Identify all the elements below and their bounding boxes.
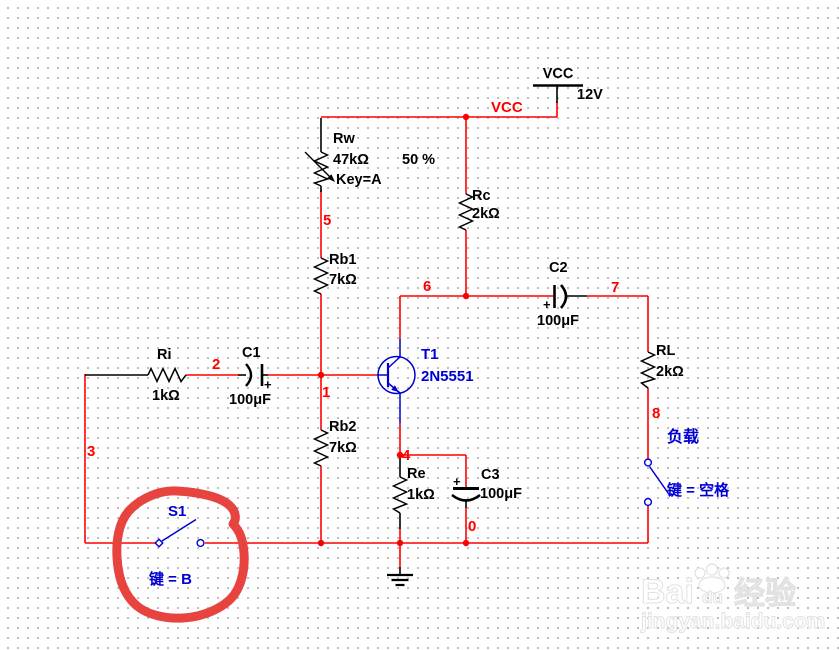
vcc-net-label: VCC	[491, 99, 523, 116]
baidu-jingyan-watermark: Bai du 经验 jingyan.baidu.com	[640, 563, 826, 634]
resistors	[147, 151, 657, 514]
net-3: 3	[87, 443, 95, 460]
load-key-label: 键 = 空格	[666, 481, 730, 499]
c3-label: C3	[481, 467, 500, 483]
baidu-paw-icon	[694, 563, 730, 594]
capacitor-c2[interactable]	[553, 284, 568, 309]
rc-value: 2kΩ	[472, 206, 500, 222]
net-4: 4	[402, 447, 411, 464]
red-wires	[84, 102, 649, 567]
watermark-paw-text: du	[702, 588, 723, 607]
capacitor-c1[interactable]	[245, 363, 264, 387]
net-8: 8	[652, 405, 660, 422]
vcc-power-icon[interactable]	[533, 84, 583, 104]
npn-emitter-arrow	[391, 385, 399, 392]
s1-label: S1	[168, 503, 186, 520]
transistor-t1[interactable]	[377, 339, 416, 423]
rl-label: RL	[656, 343, 675, 359]
watermark-brand-latin: Bai	[641, 573, 694, 611]
ground-icon[interactable]	[387, 567, 413, 587]
rc-label: Rc	[472, 188, 491, 204]
junction-dots	[317, 113, 470, 547]
c2-value: 100μF	[537, 313, 579, 329]
re-label: Re	[407, 466, 426, 482]
rw-key: Key=A	[336, 172, 382, 188]
vcc-voltage-label: 12V	[577, 87, 603, 103]
c3-value: 100μF	[480, 486, 522, 502]
t1-value: 2N5551	[421, 368, 474, 385]
ri-label: Ri	[157, 347, 172, 363]
load-label: 负载	[667, 427, 699, 446]
rb1-label: Rb1	[329, 252, 356, 268]
rb1-value: 7kΩ	[329, 272, 357, 288]
resistor-rl-body[interactable]	[639, 351, 657, 389]
resistor-rb2-body[interactable]	[312, 429, 330, 467]
ri-value: 1kΩ	[152, 388, 180, 404]
hand-drawn-circle-annotation	[112, 486, 249, 623]
capacitor-c3[interactable]	[451, 487, 481, 502]
net-7: 7	[611, 279, 619, 296]
c2-label: C2	[549, 260, 568, 276]
rw-setting: 50 %	[402, 152, 435, 168]
net-0: 0	[468, 518, 476, 535]
rw-value: 47kΩ	[333, 152, 369, 168]
c1-value: 100μF	[229, 392, 271, 408]
re-value: 1kΩ	[407, 487, 435, 503]
rb2-label: Rb2	[329, 419, 356, 435]
watermark-url: jingyan.baidu.com	[640, 610, 825, 633]
resistor-re-body[interactable]	[391, 476, 409, 514]
net-5: 5	[323, 212, 331, 229]
net-1: 1	[322, 384, 330, 401]
rb2-value: 7kΩ	[329, 440, 357, 456]
c1-label: C1	[242, 345, 261, 361]
resistor-ri-body[interactable]	[147, 366, 187, 384]
c2-plus: +	[543, 297, 551, 312]
c3-plus: +	[453, 474, 461, 489]
watermark-brand-cn: 经验	[734, 576, 796, 611]
s1-key-label: 键 = B	[148, 570, 192, 588]
c1-plus: +	[264, 377, 272, 392]
switch-load[interactable]	[643, 458, 671, 507]
net-6: 6	[423, 278, 431, 295]
vcc-symbol-label: VCC	[543, 66, 574, 82]
switch-s1[interactable]	[154, 518, 205, 548]
resistor-rc-body[interactable]	[457, 193, 475, 231]
net-2: 2	[212, 356, 220, 373]
rw-label: Rw	[333, 131, 355, 147]
resistor-rb1-body[interactable]	[312, 257, 330, 295]
rl-value: 2kΩ	[656, 364, 684, 380]
potentiometer-wiper-arrow	[304, 151, 335, 182]
resistor-rw-body[interactable]	[312, 151, 330, 187]
t1-label: T1	[421, 346, 439, 363]
